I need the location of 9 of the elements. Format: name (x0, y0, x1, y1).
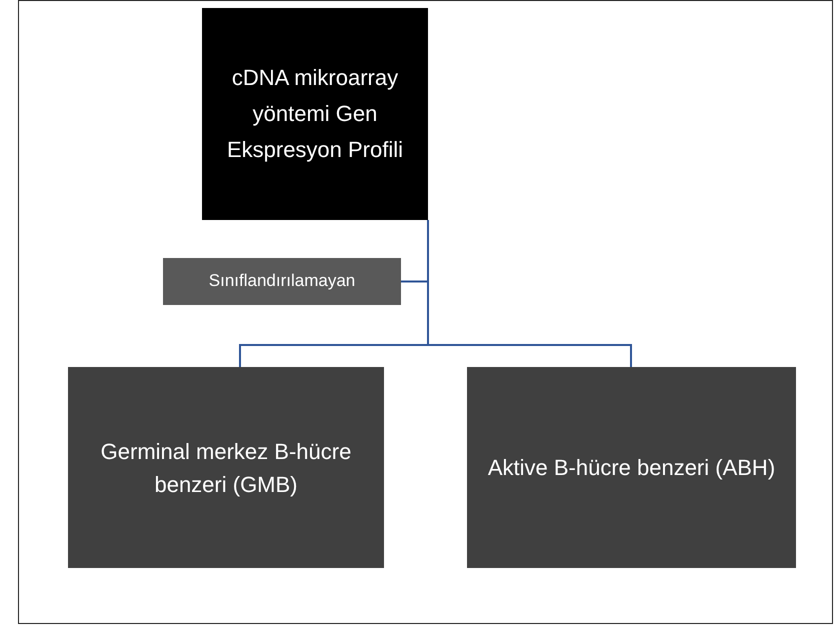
method-box (202, 8, 428, 220)
category-box (68, 367, 384, 568)
connector-line (427, 220, 632, 367)
box-label: Sınıflandırılamayan (208, 271, 356, 292)
category-box (163, 258, 401, 305)
box-label: Aktive B-hücre benzeri (ABH) (488, 454, 776, 482)
box-label: Germinal merkez B-hücre benzeri (GMB) (100, 438, 352, 498)
box-label: cDNA mikroarray yöntemi Gen Ekspresyon Profili (226, 64, 404, 164)
category-box (467, 367, 796, 568)
